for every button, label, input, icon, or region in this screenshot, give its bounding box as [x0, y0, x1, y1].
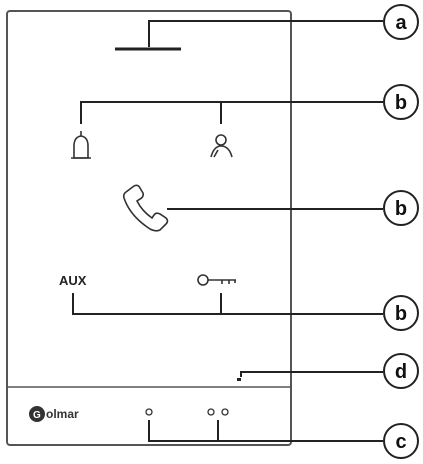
callout-line-b-bottom	[72, 293, 383, 315]
callout-b-top: b	[383, 84, 419, 120]
svg-text:b: b	[395, 92, 407, 114]
callout-d: d	[383, 353, 419, 389]
callout-b-middle: b	[383, 190, 419, 226]
brand-initial: G	[33, 410, 41, 421]
svg-text:c: c	[395, 431, 406, 453]
microphone-hole	[237, 378, 241, 381]
callout-line-d	[240, 371, 383, 377]
aux-label: AUX	[59, 273, 87, 288]
callout-line-c	[148, 420, 383, 442]
led-indicator-mid	[207, 408, 215, 416]
callout-b-bottom: b	[383, 295, 419, 331]
svg-text:d: d	[395, 361, 407, 383]
svg-text:b: b	[395, 198, 407, 220]
callout-c: c	[383, 423, 419, 459]
svg-text:a: a	[395, 12, 407, 34]
callout-line-a	[148, 20, 383, 47]
phone-handset-icon	[122, 184, 169, 232]
brand-logo: G olmar	[29, 406, 79, 422]
svg-text:b: b	[395, 303, 407, 325]
callout-a: a	[383, 4, 419, 40]
person-icon	[210, 134, 233, 158]
brand-name: olmar	[46, 407, 79, 421]
callout-line-b-top	[80, 101, 383, 124]
led-indicator-right	[221, 408, 229, 416]
led-indicator-left	[145, 408, 153, 416]
bell-icon	[71, 131, 91, 159]
key-icon	[197, 274, 236, 286]
